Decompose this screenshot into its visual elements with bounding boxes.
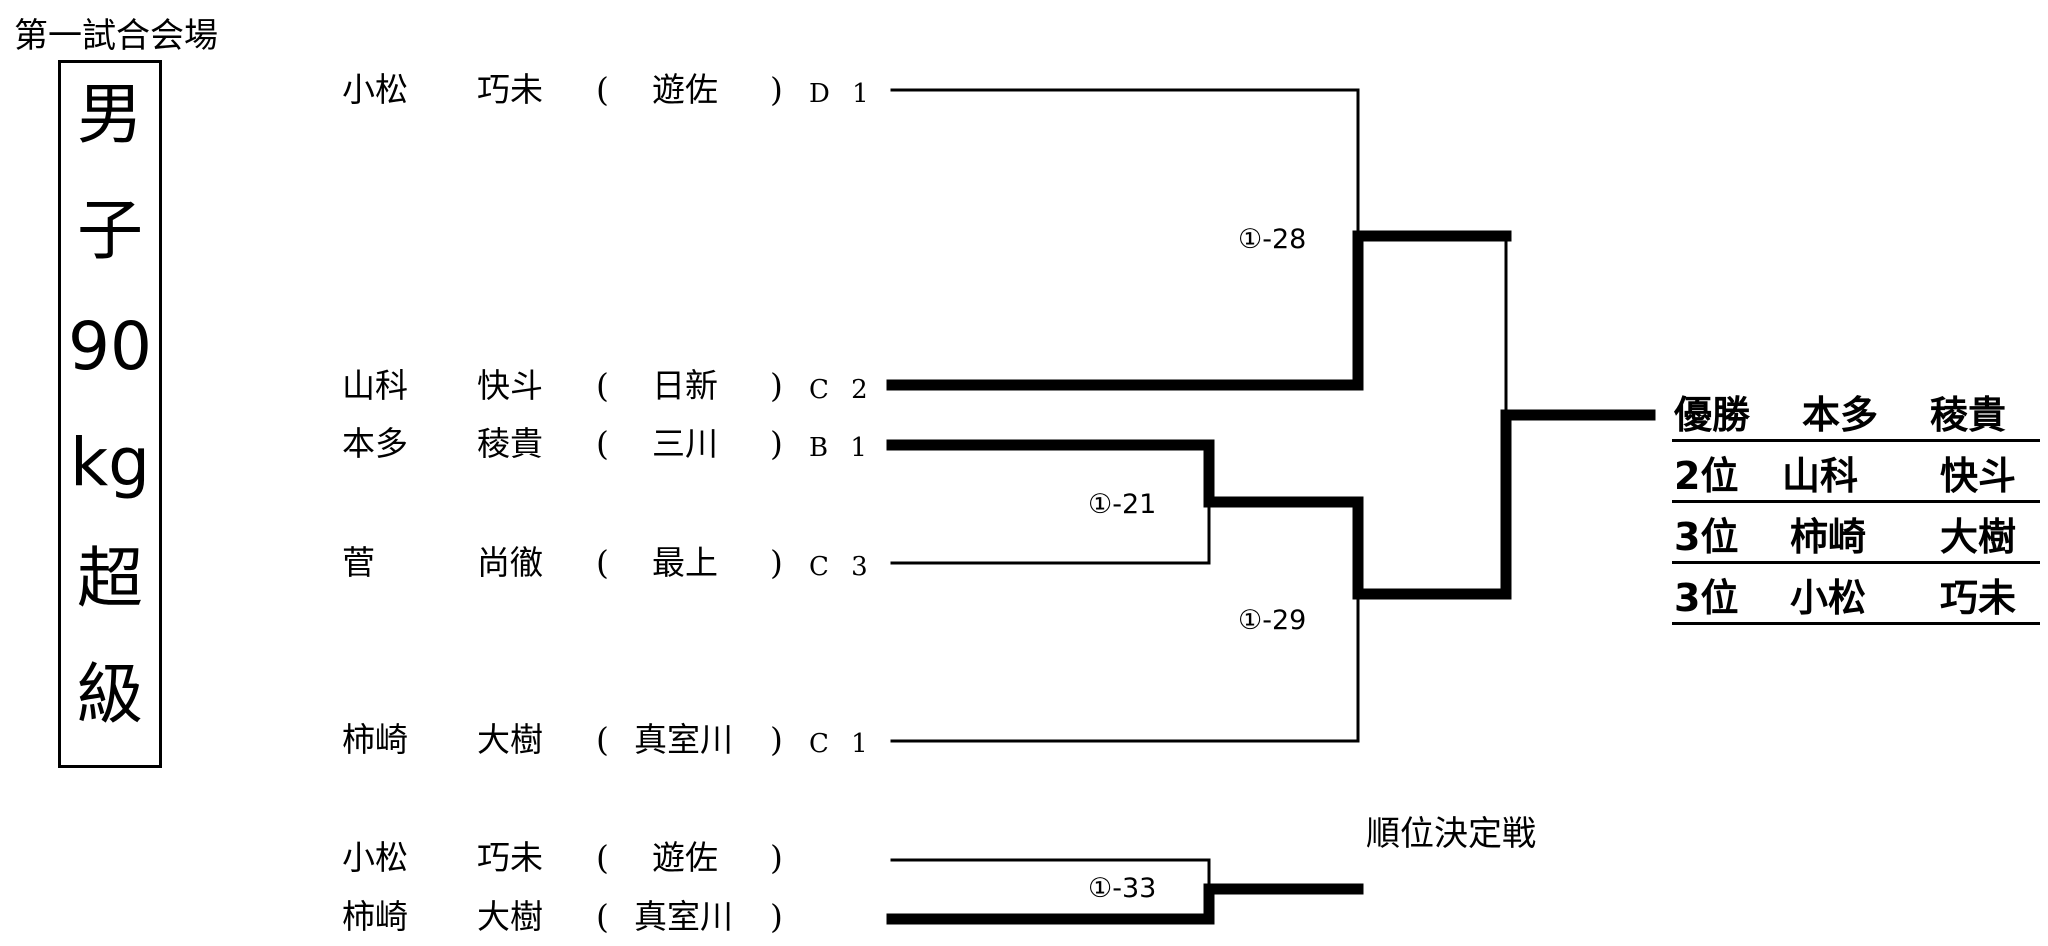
- category-char: 級: [77, 656, 143, 733]
- given-name: 大樹: [477, 897, 543, 936]
- close-paren: ): [770, 720, 783, 759]
- seed-label: C 3: [809, 552, 875, 582]
- category-char: 90: [68, 308, 152, 385]
- result-family: 小松: [1790, 576, 1867, 620]
- team-name: 真室川: [634, 720, 733, 759]
- seed-label: D 1: [809, 79, 876, 109]
- open-paren: (: [596, 366, 609, 405]
- match-label: ①-29: [1238, 605, 1307, 636]
- team-name: 三川: [652, 424, 718, 463]
- result-given: 大樹: [1940, 515, 2017, 559]
- result-given: 巧未: [1940, 576, 2017, 620]
- close-paren: ): [770, 543, 783, 582]
- match-label: ①-33: [1088, 873, 1157, 904]
- family-name: 柿崎: [342, 897, 408, 936]
- given-name: 尚徹: [477, 543, 543, 582]
- given-name: 大樹: [477, 720, 543, 759]
- team-name: 日新: [652, 366, 718, 405]
- close-paren: ): [770, 70, 783, 109]
- result-family: 本多: [1802, 393, 1879, 437]
- family-name: 小松: [342, 838, 408, 877]
- open-paren: (: [596, 70, 609, 109]
- given-name: 巧未: [477, 70, 543, 109]
- close-paren: ): [770, 424, 783, 463]
- bracket-line: [890, 500, 1211, 565]
- result-row: 3位 小松 巧未: [1672, 575, 2040, 625]
- family-name: 山科: [342, 366, 408, 405]
- team-name: 遊佐: [652, 70, 718, 109]
- bracket-line-winner: [886, 883, 1364, 925]
- seed-label: C 2: [809, 375, 875, 405]
- open-paren: (: [596, 838, 609, 877]
- team-name: 遊佐: [652, 838, 718, 877]
- result-rank: 優勝: [1674, 393, 1751, 437]
- result-family: 山科: [1782, 454, 1859, 498]
- result-given: 稜貴: [1930, 393, 2007, 437]
- result-rank: 3位: [1674, 576, 1739, 620]
- match-label: ①-28: [1238, 224, 1307, 255]
- result-row: 3位 柿崎 大樹: [1672, 514, 2040, 564]
- result-given: 快斗: [1940, 454, 2017, 498]
- bracket-line-winner: [1500, 409, 1656, 600]
- open-paren: (: [596, 424, 609, 463]
- open-paren: (: [596, 897, 609, 936]
- bracket-line-winner: [886, 439, 1512, 600]
- category-box: 男 子 90 kg 超 級: [58, 60, 162, 768]
- bracket-line-winner: [886, 230, 1512, 391]
- category-char: 子: [77, 192, 143, 269]
- given-name: 巧未: [477, 838, 543, 877]
- bracket-line: [890, 858, 1211, 891]
- close-paren: ): [770, 838, 783, 877]
- result-rank: 3位: [1674, 515, 1739, 559]
- family-name: 小松: [342, 70, 408, 109]
- category-char: 男: [77, 76, 143, 153]
- result-family: 柿崎: [1790, 515, 1867, 559]
- seed-label: B 1: [809, 433, 874, 463]
- result-row: 2位 山科 快斗: [1672, 453, 2040, 503]
- seed-label: C 1: [809, 729, 875, 759]
- category-char: 超: [77, 540, 143, 617]
- family-name: 菅: [342, 543, 375, 582]
- category-char: kg: [69, 424, 151, 501]
- result-rank: 2位: [1674, 454, 1739, 498]
- close-paren: ): [770, 366, 783, 405]
- open-paren: (: [596, 543, 609, 582]
- given-name: 稜貴: [477, 424, 543, 463]
- ranking-match-title: 順位決定戦: [1366, 814, 1536, 854]
- bracket-line: [890, 88, 1360, 238]
- team-name: 真室川: [634, 897, 733, 936]
- result-row: 優勝 本多 稜貴: [1672, 392, 2040, 442]
- close-paren: ): [770, 897, 783, 936]
- venue-title: 第一試合会場: [14, 16, 218, 56]
- bracket-line: [890, 592, 1360, 743]
- family-name: 柿崎: [342, 720, 408, 759]
- match-label: ①-21: [1088, 489, 1157, 520]
- open-paren: (: [596, 720, 609, 759]
- given-name: 快斗: [477, 366, 543, 405]
- team-name: 最上: [652, 543, 718, 582]
- family-name: 本多: [342, 424, 408, 463]
